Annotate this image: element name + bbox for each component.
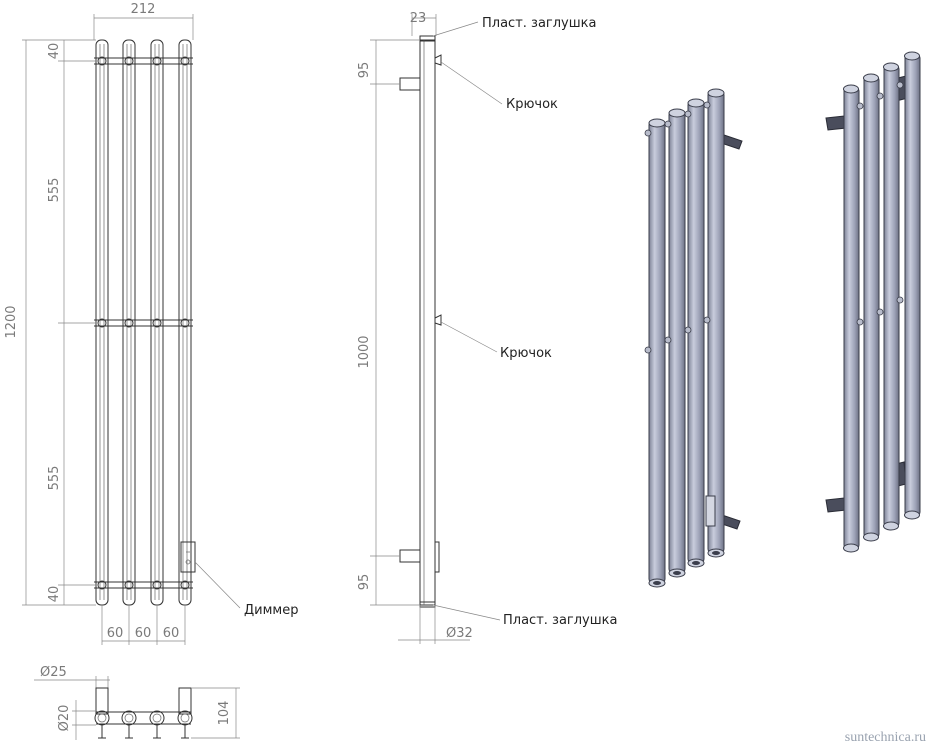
dimmer-box [180,541,196,573]
top-view: Ø25 Ø20 104 [34,665,240,740]
top-gap-dimension: 40 [47,43,62,60]
isometric-view-front [644,88,743,588]
top-hook-dimension: 95 [357,62,372,79]
diameter-dimension: Ø32 [446,626,473,641]
width-dimension: 212 [131,2,156,17]
isometric-view-rear [825,51,921,553]
bottom-cap-label: Пласт. заглушка [503,613,617,628]
bottom-hook-dimension: 95 [357,574,372,591]
lower-span-dimension: 555 [47,466,62,491]
side-view: 23 95 1000 95 Ø32 Пласт. заглушка Крючок… [357,11,617,644]
spacing-dimension-3: 60 [163,626,180,641]
watermark: suntechnica.ru [845,730,926,745]
top-cap-label: Пласт. заглушка [482,16,596,31]
depth-dimension: 104 [217,701,232,726]
spacing-dimension-1: 60 [107,626,124,641]
middle-hook-label: Крючок [500,346,552,361]
upper-span-dimension: 555 [47,178,62,203]
upper-bracket [399,77,421,91]
top-offset-dimension: 23 [410,11,427,26]
front-tubes [95,39,192,606]
tube-diameter-dimension: Ø25 [40,665,67,680]
spacing-dimension-2: 60 [135,626,152,641]
dimmer-label: Диммер [244,603,298,618]
front-view: 212 [4,2,298,645]
collector-diameter-dimension: Ø20 [57,705,72,732]
upper-hook-label: Крючок [506,97,558,112]
side-tube [419,39,436,606]
height-dimension: 1200 [4,305,19,338]
bottom-gap-dimension: 40 [47,586,62,603]
mount-span-dimension: 1000 [357,335,372,368]
front-connectors [94,56,193,590]
lower-bracket [399,549,421,563]
